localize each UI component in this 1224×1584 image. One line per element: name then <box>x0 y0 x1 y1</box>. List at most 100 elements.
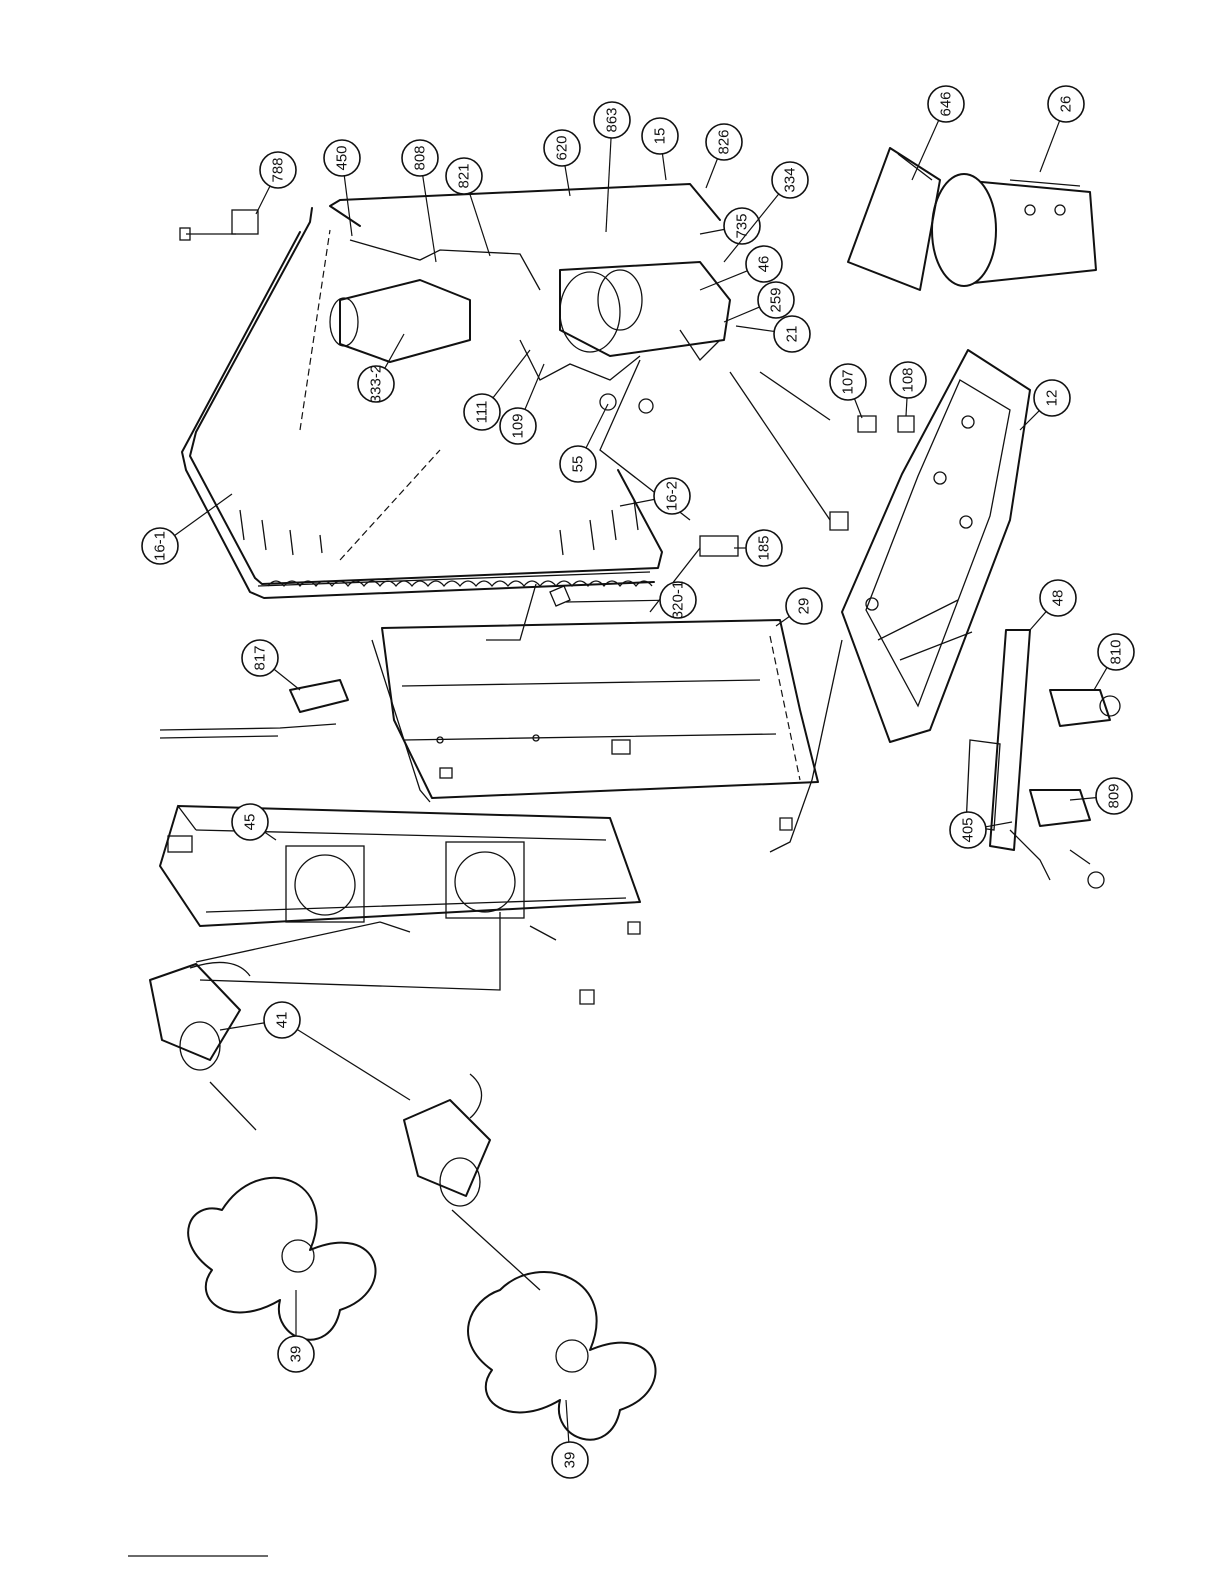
callout-p39a: 39 <box>278 1336 314 1372</box>
callout-p259: 259 <box>758 282 794 318</box>
callout-label: 12 <box>1044 390 1061 407</box>
callout-p333_2: 333-2 <box>358 365 394 403</box>
callout-p16_1: 16-1 <box>142 528 178 564</box>
callout-p863: 863 <box>594 102 630 138</box>
callout-label: 109 <box>510 413 527 438</box>
leader-line-p12 <box>1020 411 1039 430</box>
callout-label: 107 <box>840 369 857 394</box>
callout-label: 46 <box>756 256 773 273</box>
callout-p817: 817 <box>242 640 278 676</box>
leader-line-p863 <box>606 138 611 232</box>
callout-p735: 735 <box>724 208 760 244</box>
leader-line-p39b <box>566 1400 569 1442</box>
insulation-pad <box>848 148 940 290</box>
callout-label: 788 <box>270 157 287 182</box>
callout-p320_1: 320-1 <box>660 581 696 619</box>
callout-p450: 450 <box>324 140 360 176</box>
leader-line-p21 <box>736 326 774 331</box>
callout-p821: 821 <box>446 158 482 194</box>
fan-motors <box>150 962 490 1206</box>
callout-label: 333-2 <box>368 365 385 403</box>
callout-label: 29 <box>796 598 813 615</box>
thermostat-sensor <box>160 680 348 738</box>
callout-label: 26 <box>1058 96 1075 113</box>
callout-label: 45 <box>242 814 259 831</box>
leader-line-p808 <box>423 176 436 262</box>
callout-p48: 48 <box>1040 580 1076 616</box>
leader-line-p45 <box>265 832 276 840</box>
callout-p39b: 39 <box>552 1442 588 1478</box>
callout-p788: 788 <box>260 152 296 188</box>
leader-line-p826 <box>706 159 717 188</box>
leader-line-p41 <box>297 1030 410 1100</box>
callout-label: 48 <box>1050 590 1067 607</box>
callout-p646: 646 <box>928 86 964 122</box>
callout-label: 450 <box>334 145 351 170</box>
leader-line-p15 <box>662 154 666 180</box>
callout-p26: 26 <box>1048 86 1084 122</box>
callout-p808: 808 <box>402 140 438 176</box>
callout-label: 320-1 <box>670 581 687 619</box>
callout-label: 620 <box>554 135 571 160</box>
callout-p810: 810 <box>1098 634 1134 670</box>
leader-line-p48 <box>1030 612 1046 630</box>
callout-p826: 826 <box>706 124 742 160</box>
callout-p45: 45 <box>232 804 268 840</box>
leader-line-p55 <box>586 404 608 448</box>
callout-p405: 405 <box>950 812 986 848</box>
callout-p809: 809 <box>1096 778 1132 814</box>
leader-line-p109 <box>525 364 544 409</box>
callout-label: 821 <box>456 163 473 188</box>
callout-label: 646 <box>938 91 955 116</box>
leader-line-p108 <box>906 398 907 416</box>
callout-label: 259 <box>768 287 785 312</box>
callout-label: 16-2 <box>664 481 681 511</box>
callout-label: 817 <box>252 645 269 670</box>
callout-label: 55 <box>570 456 587 473</box>
callout-label: 809 <box>1106 783 1123 808</box>
leader-line-p405 <box>986 822 1012 827</box>
callout-label: 39 <box>288 1346 305 1363</box>
callout-p107: 107 <box>830 364 866 400</box>
callout-p15: 15 <box>642 118 678 154</box>
leader-line-p788 <box>256 186 270 214</box>
leader-line-p821 <box>470 193 490 256</box>
callout-label: 863 <box>604 107 621 132</box>
fan-blades <box>188 1178 655 1440</box>
leader-line-p26 <box>1040 121 1060 172</box>
callout-p108: 108 <box>890 362 926 398</box>
callout-label: 108 <box>900 367 917 392</box>
compressor-jacket <box>932 174 1096 286</box>
callout-label: 111 <box>474 401 491 424</box>
callout-label: 810 <box>1108 639 1125 664</box>
callout-label: 15 <box>652 128 669 145</box>
callout-p21: 21 <box>774 316 810 352</box>
condenser-coil <box>182 208 662 598</box>
callout-label: 21 <box>784 326 801 343</box>
callout-p111: 111 <box>464 394 500 430</box>
leader-line-p16_1 <box>175 494 232 535</box>
front-panel <box>372 620 818 802</box>
leader-line-p29 <box>776 616 789 626</box>
callout-label: 185 <box>756 535 773 560</box>
callout-p29: 29 <box>786 588 822 624</box>
leader-line-p817 <box>274 669 300 690</box>
leader-line-p450 <box>344 176 352 236</box>
callout-p620: 620 <box>544 130 580 166</box>
leader-line-p810 <box>1094 668 1107 690</box>
leader-line-p735 <box>700 229 724 234</box>
callout-p55: 55 <box>560 446 596 482</box>
callout-label: 405 <box>960 817 977 842</box>
callout-label: 39 <box>562 1452 579 1469</box>
callout-p12: 12 <box>1034 380 1070 416</box>
leader-line-p107 <box>855 399 862 418</box>
callout-label: 16-1 <box>152 531 169 561</box>
callout-p46: 46 <box>746 246 782 282</box>
leader-line-p111 <box>493 350 530 398</box>
callout-p109: 109 <box>500 408 536 444</box>
callout-label: 41 <box>274 1012 291 1029</box>
callout-label: 334 <box>782 167 799 192</box>
callout-p334: 334 <box>772 162 808 198</box>
callout-p16_2: 16-2 <box>654 478 690 514</box>
